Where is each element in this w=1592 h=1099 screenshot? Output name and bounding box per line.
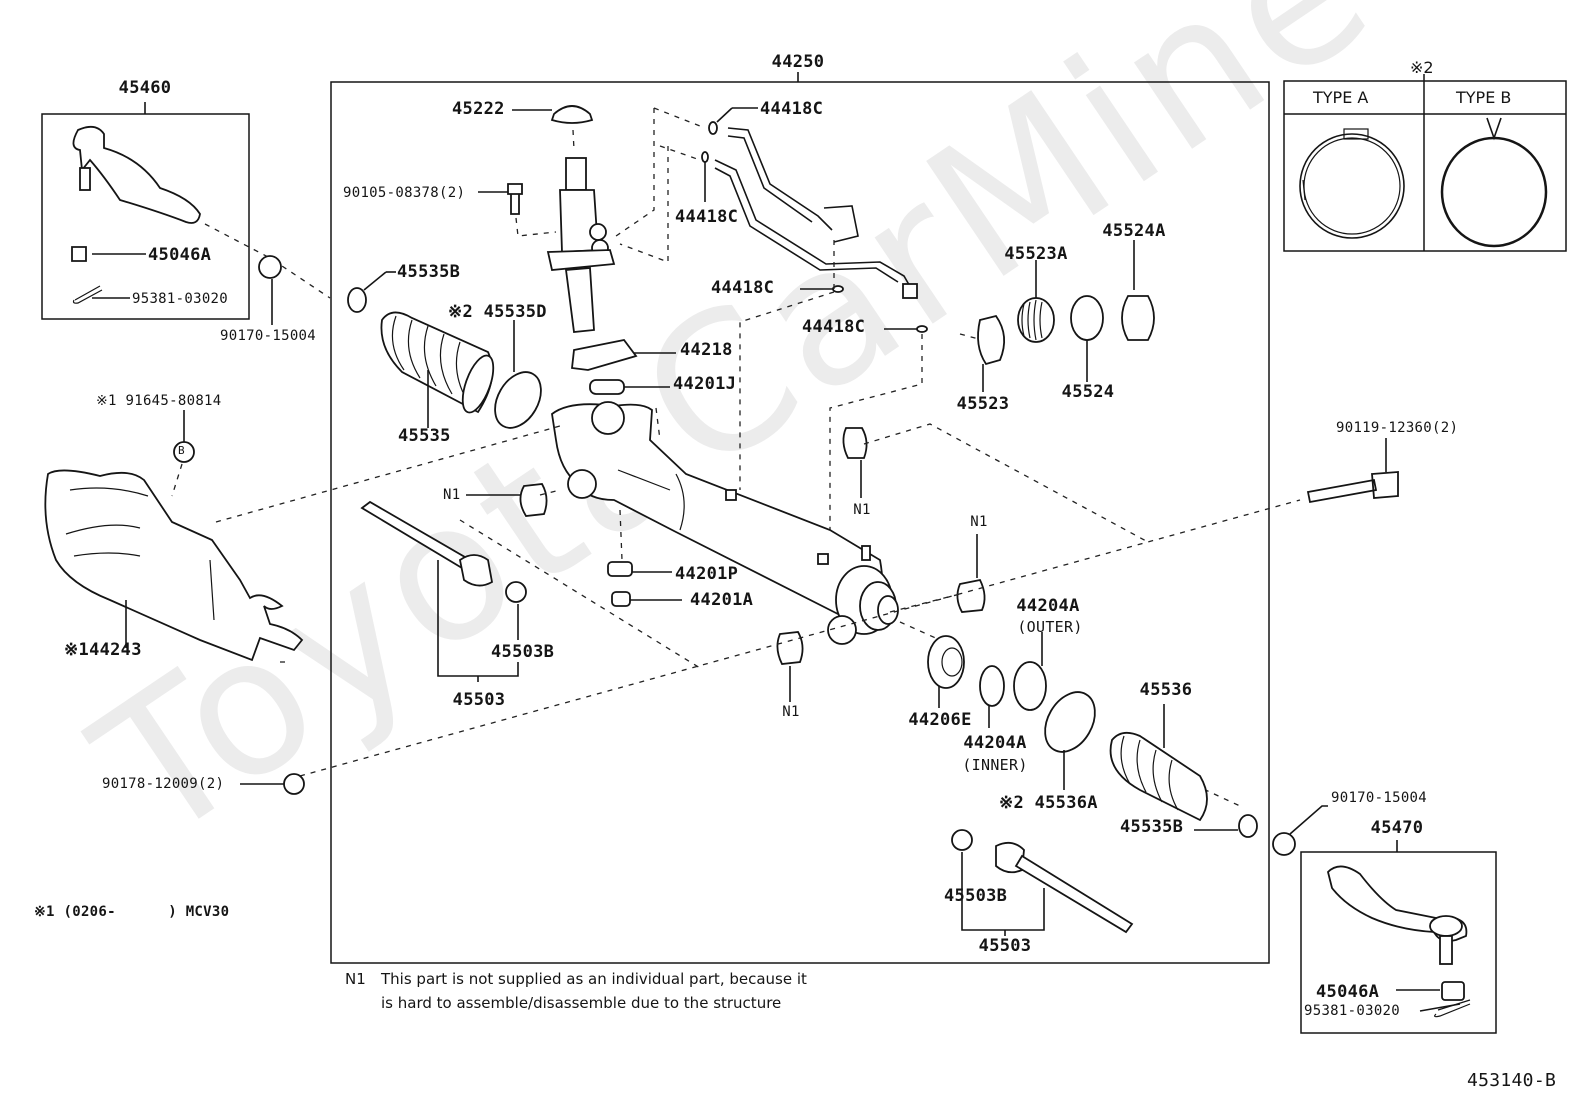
spring-icon bbox=[1017, 297, 1055, 343]
label-n1-d: N1 bbox=[782, 704, 800, 720]
tie-rod-end-left-icon bbox=[71, 125, 201, 304]
label-90170-right: 90170-15004 bbox=[1331, 790, 1428, 806]
label-90170-left: 90170-15004 bbox=[220, 328, 317, 344]
label-n1-c: N1 bbox=[970, 514, 988, 530]
o-ring-icon bbox=[708, 121, 718, 135]
label-90178: 90178-12009(2) bbox=[102, 776, 225, 792]
label-44206E: 44206E bbox=[908, 710, 972, 730]
clamp-type-a-label: TYPE A bbox=[1313, 88, 1369, 107]
label-95381-left: 95381-03020 bbox=[132, 291, 229, 307]
n1-footnote-key: N1 bbox=[345, 970, 366, 988]
label-45535B-bottom: 45535B bbox=[1120, 817, 1184, 837]
n1-footnote-text: This part is not supplied as an individu… bbox=[381, 970, 807, 1012]
label-44201A: 44201A bbox=[690, 590, 754, 610]
boot-clamp-icon bbox=[347, 287, 367, 313]
bolt-90119-icon bbox=[1306, 471, 1399, 504]
label-n1-a: N1 bbox=[443, 487, 461, 503]
label-45460: 45460 bbox=[118, 78, 172, 98]
label-45523: 45523 bbox=[956, 394, 1010, 414]
ring-inner-icon bbox=[979, 665, 1005, 707]
rack-guide-icon bbox=[977, 314, 1006, 366]
label-45503B-right: 45503B bbox=[944, 886, 1008, 906]
label-44204A-inner-sub: (INNER) bbox=[962, 756, 1028, 774]
ring-outer-icon bbox=[1013, 661, 1047, 711]
label-45535D: ※2 45535D bbox=[448, 302, 547, 322]
cap-44201A-icon bbox=[611, 591, 631, 607]
pressure-tube-icon bbox=[714, 127, 918, 299]
label-44218: 44218 bbox=[680, 340, 733, 360]
label-44204A-outer-sub: (OUTER) bbox=[1017, 618, 1083, 636]
label-45222: 45222 bbox=[452, 99, 505, 119]
label-90105: 90105-08378(2) bbox=[343, 185, 466, 201]
gasket-icon bbox=[571, 339, 638, 371]
castle-nut-45046A-right-icon bbox=[1441, 981, 1465, 1001]
inner-tie-rod-right-icon bbox=[951, 829, 1134, 934]
label-44418C-3: 44418C bbox=[711, 278, 775, 298]
label-44204A-inner: 44204A bbox=[963, 733, 1027, 753]
label-n1-b: N1 bbox=[853, 502, 871, 518]
label-44201P: 44201P bbox=[675, 564, 739, 584]
label-45046A-right: 45046A bbox=[1316, 982, 1380, 1002]
rack-housing-icon bbox=[551, 401, 899, 645]
adjusting-screw-icon bbox=[1070, 295, 1104, 341]
label-45535: 45535 bbox=[398, 426, 451, 446]
assembly-box-45470 bbox=[1300, 851, 1497, 1034]
label-144243: ※144243 bbox=[64, 640, 142, 660]
castle-nut-left-icon bbox=[258, 255, 282, 279]
nut-90178-icon bbox=[283, 773, 305, 795]
label-95381-right: 95381-03020 bbox=[1304, 1003, 1401, 1019]
boot-clamp-right-icon bbox=[1238, 814, 1258, 838]
dust-cover-icon bbox=[550, 105, 594, 124]
label-45524: 45524 bbox=[1061, 382, 1115, 402]
label-45503-right: 45503 bbox=[978, 936, 1032, 956]
label-44418C-4: 44418C bbox=[802, 317, 866, 337]
rack-boot-right-icon bbox=[1109, 731, 1208, 822]
rack-boot-left-icon bbox=[380, 311, 495, 414]
label-45503-left: 45503 bbox=[452, 690, 506, 710]
castle-nut-right-icon bbox=[1272, 832, 1296, 856]
clamp-type-table bbox=[1283, 74, 1567, 252]
clamp-type-a-icon bbox=[1299, 128, 1405, 239]
label-44201J: 44201J bbox=[673, 374, 737, 394]
inner-tie-rod-left-icon bbox=[360, 500, 527, 603]
boot-band-right-icon bbox=[1044, 691, 1096, 753]
clamp-types-marker: ※2 bbox=[1410, 58, 1434, 77]
label-45523A: 45523A bbox=[1004, 244, 1068, 264]
figure-code: 453140-B bbox=[1467, 1070, 1557, 1091]
boot-band-icon bbox=[494, 371, 542, 429]
clamp-type-b-label: TYPE B bbox=[1456, 88, 1512, 107]
bracket-144243-icon bbox=[44, 469, 304, 662]
label-44204A-outer: 44204A bbox=[1016, 596, 1080, 616]
tie-rod-end-right-icon bbox=[1327, 865, 1471, 1018]
label-45503B-left: 45503B bbox=[491, 642, 555, 662]
bearing-44206E-icon bbox=[927, 635, 965, 689]
label-marker-b: B bbox=[178, 444, 185, 457]
label-45535B-top: 45535B bbox=[397, 262, 461, 282]
label-90119: 90119-12360(2) bbox=[1336, 420, 1459, 436]
label-44250: 44250 bbox=[771, 52, 825, 72]
assembly-box-44250 bbox=[330, 81, 1270, 964]
label-91645: ※1 91645-80814 bbox=[96, 393, 222, 409]
clamp-type-b-icon bbox=[1440, 117, 1548, 248]
label-44418C-2: 44418C bbox=[675, 207, 739, 227]
bolt-90105-icon bbox=[507, 183, 523, 215]
plug-44201P-icon bbox=[607, 561, 633, 577]
label-45536A: ※2 45536A bbox=[999, 793, 1098, 813]
label-45470: 45470 bbox=[1370, 818, 1424, 838]
label-45046A-left: 45046A bbox=[148, 245, 212, 265]
oil-seal-44201J-icon bbox=[589, 379, 625, 395]
lock-nut-icon bbox=[1121, 295, 1155, 341]
label-45536: 45536 bbox=[1139, 680, 1193, 700]
label-45524A: 45524A bbox=[1102, 221, 1166, 241]
label-44418C-1: 44418C bbox=[760, 99, 824, 119]
applicability-note: ※1 (0206- ) MCV30 bbox=[34, 904, 230, 920]
control-valve-pinion-icon bbox=[546, 157, 616, 333]
